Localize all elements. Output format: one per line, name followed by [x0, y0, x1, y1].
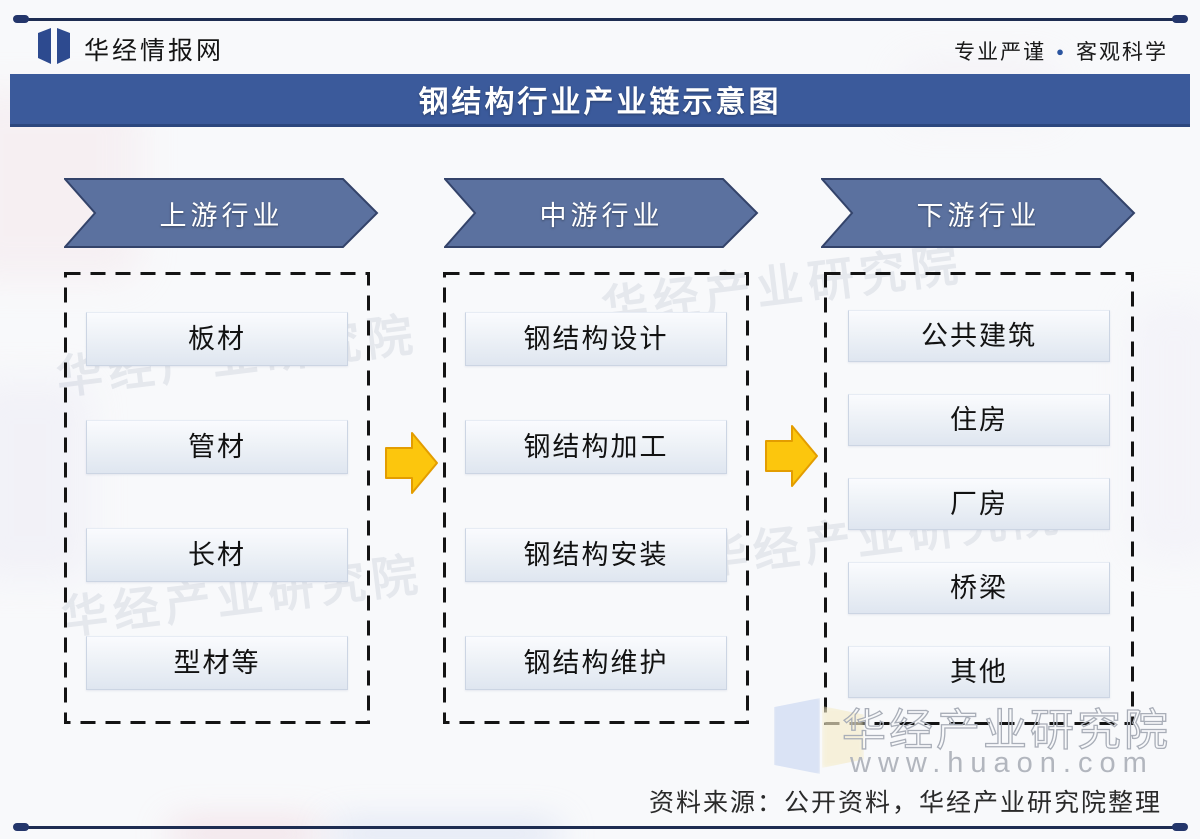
node-midstream-4: 钢结构维护: [465, 636, 727, 690]
top-rule: [20, 18, 1180, 21]
node-downstream-1: 公共建筑: [848, 310, 1110, 362]
node-upstream-1: 板材: [86, 312, 348, 366]
column-header-label: 中游行业: [539, 200, 664, 231]
column-header-midstream: 中游行业: [444, 178, 759, 248]
bottom-rule: [20, 826, 1180, 829]
title-bar: 钢结构行业产业链示意图: [10, 74, 1190, 127]
watermark-name: 华经产业研究院: [841, 705, 1171, 755]
brand-header: 华经情报网: [36, 27, 224, 70]
column-header-upstream: 上游行业: [64, 178, 379, 248]
data-source-note: 资料来源：公开资料，华经产业研究院整理: [648, 789, 1162, 817]
bottom-rule-right-cap: [1172, 823, 1188, 831]
node-downstream-5: 其他: [848, 646, 1110, 698]
brand-name: 华经情报网: [84, 36, 225, 65]
downstream-group-box: 公共建筑 住房 厂房 桥梁 其他: [824, 272, 1134, 725]
top-rule-left-cap: [13, 15, 29, 23]
column-header-label: 下游行业: [916, 200, 1041, 231]
pastel-blob: [0, 380, 90, 580]
slogan-right: 客观科学: [1076, 41, 1168, 64]
page-title: 钢结构行业产业链示意图: [418, 86, 782, 119]
node-downstream-4: 桥梁: [848, 562, 1110, 614]
node-midstream-1: 钢结构设计: [465, 312, 727, 366]
top-rule-right-cap: [1172, 15, 1188, 23]
column-header-downstream: 下游行业: [821, 178, 1136, 248]
brand-slogan: 专业严谨 ● 客观科学: [954, 36, 1168, 66]
node-downstream-2: 住房: [848, 394, 1110, 446]
slogan-left: 专业严谨: [954, 41, 1047, 64]
column-header-label: 上游行业: [159, 200, 284, 231]
node-upstream-3: 长材: [86, 528, 348, 582]
huaon-logo-watermark-icon: [770, 692, 870, 782]
watermark-url: www.huaon.com: [850, 747, 1154, 779]
bottom-rule-left-cap: [13, 823, 29, 831]
node-midstream-3: 钢结构安装: [465, 528, 727, 582]
pastel-blob: [1130, 300, 1200, 560]
brand-logo-icon: [36, 27, 72, 70]
node-upstream-4: 型材等: [86, 636, 348, 690]
midstream-group-box: 钢结构设计 钢结构加工 钢结构安装 钢结构维护: [443, 272, 749, 724]
flow-arrow-icon: [765, 424, 819, 493]
upstream-group-box: 板材 管材 长材 型材等: [64, 272, 370, 724]
slogan-dot-icon: ●: [1056, 43, 1066, 59]
node-downstream-3: 厂房: [848, 478, 1110, 530]
flow-arrow-icon: [385, 431, 439, 500]
node-midstream-2: 钢结构加工: [465, 420, 727, 474]
node-upstream-2: 管材: [86, 420, 348, 474]
